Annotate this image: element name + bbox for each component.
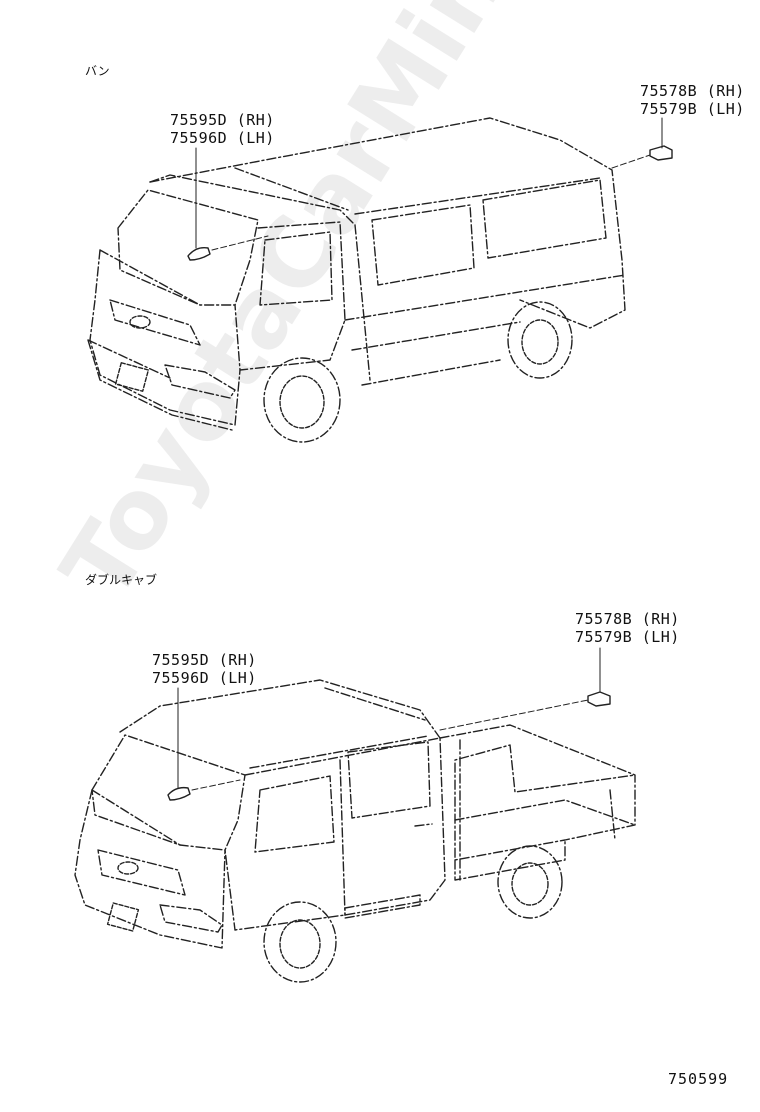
van-side-window-1: [371, 204, 475, 286]
doublecab-bed-floor: [454, 799, 636, 881]
van-front-wheel-hub: [279, 375, 325, 429]
doublecab-rear-wheel-hub: [511, 862, 549, 906]
van-grille: [109, 299, 201, 346]
doublecab-roof-rail: [249, 687, 429, 769]
doublecab-rear-part-shape: [587, 691, 611, 707]
van-emblem: [129, 315, 151, 329]
van-bumper: [87, 339, 233, 431]
doublecab-door-line: [339, 759, 433, 916]
van-cab-window: [259, 231, 333, 306]
doublecab-front-part-lh: 75596D (LH): [152, 669, 257, 687]
van-windshield: [117, 189, 259, 306]
doublecab-front-window: [254, 775, 335, 853]
van-rear-dash-link: [611, 154, 651, 169]
doublecab-roof: [119, 679, 441, 739]
doublecab-front-dash-link: [191, 779, 241, 791]
doublecab-rear-window: [347, 741, 431, 819]
doublecab-front-wheel: [263, 901, 337, 983]
van-body-side: [344, 224, 626, 386]
doublecab-emblem: [117, 861, 139, 875]
van-headlight: [164, 364, 236, 399]
van-illustration: [87, 117, 673, 443]
doublecab-illustration: [74, 647, 636, 983]
doublecab-front-part-rh: 75595D (RH): [152, 651, 257, 669]
van-front-face: [89, 249, 241, 426]
doublecab-front-part-numbers: 75595D (RH) 75596D (LH): [152, 651, 257, 687]
doublecab-headlight: [159, 904, 223, 933]
doublecab-section-label: ダブルキャブ: [85, 573, 158, 587]
van-front-part-lh: 75596D (LH): [170, 129, 275, 147]
van-rear-wheel-hub: [521, 319, 559, 365]
van-rear-part-rh: 75578B (RH): [640, 82, 745, 100]
doublecab-windshield: [91, 734, 246, 851]
van-rear-part-numbers: 75578B (RH) 75579B (LH): [640, 82, 745, 118]
doublecab-bed-posts: [459, 739, 616, 881]
van-roof-front-edge: [149, 174, 356, 226]
van-rear-part-lh: 75579B (LH): [640, 100, 745, 118]
doublecab-front-part-shape: [167, 786, 191, 801]
van-roof-outline: [149, 117, 626, 329]
van-roof-rail: [234, 167, 601, 215]
van-front-wheel: [263, 357, 341, 443]
doublecab-front-wheel-hub: [279, 919, 321, 969]
doublecab-bed: [439, 724, 636, 861]
van-front-dash-link: [211, 235, 269, 251]
van-rear-wheel: [507, 301, 573, 379]
van-license-plate: [114, 362, 150, 392]
van-front-part-numbers: 75595D (RH) 75596D (LH): [170, 111, 275, 147]
van-section-label: バン: [85, 64, 110, 78]
doublecab-rear-part-lh: 75579B (LH): [575, 628, 680, 646]
doublecab-front-face: [74, 789, 226, 949]
doublecab-license-plate: [106, 902, 140, 932]
van-cab-door: [234, 221, 346, 371]
doublecab-rear-part-rh: 75578B (RH): [575, 610, 680, 628]
doublecab-rear-wheel: [497, 845, 563, 919]
van-front-part-shape: [187, 246, 211, 261]
doublecab-rear-dash-link: [439, 699, 589, 731]
doublecab-step: [344, 894, 421, 919]
figure-id: 750599: [668, 1070, 729, 1088]
doublecab-grille: [97, 849, 186, 896]
van-front-part-rh: 75595D (RH): [170, 111, 275, 129]
van-side-window-2: [482, 179, 607, 259]
van-rear-part-shape: [649, 145, 673, 161]
doublecab-rear-part-numbers: 75578B (RH) 75579B (LH): [575, 610, 680, 646]
